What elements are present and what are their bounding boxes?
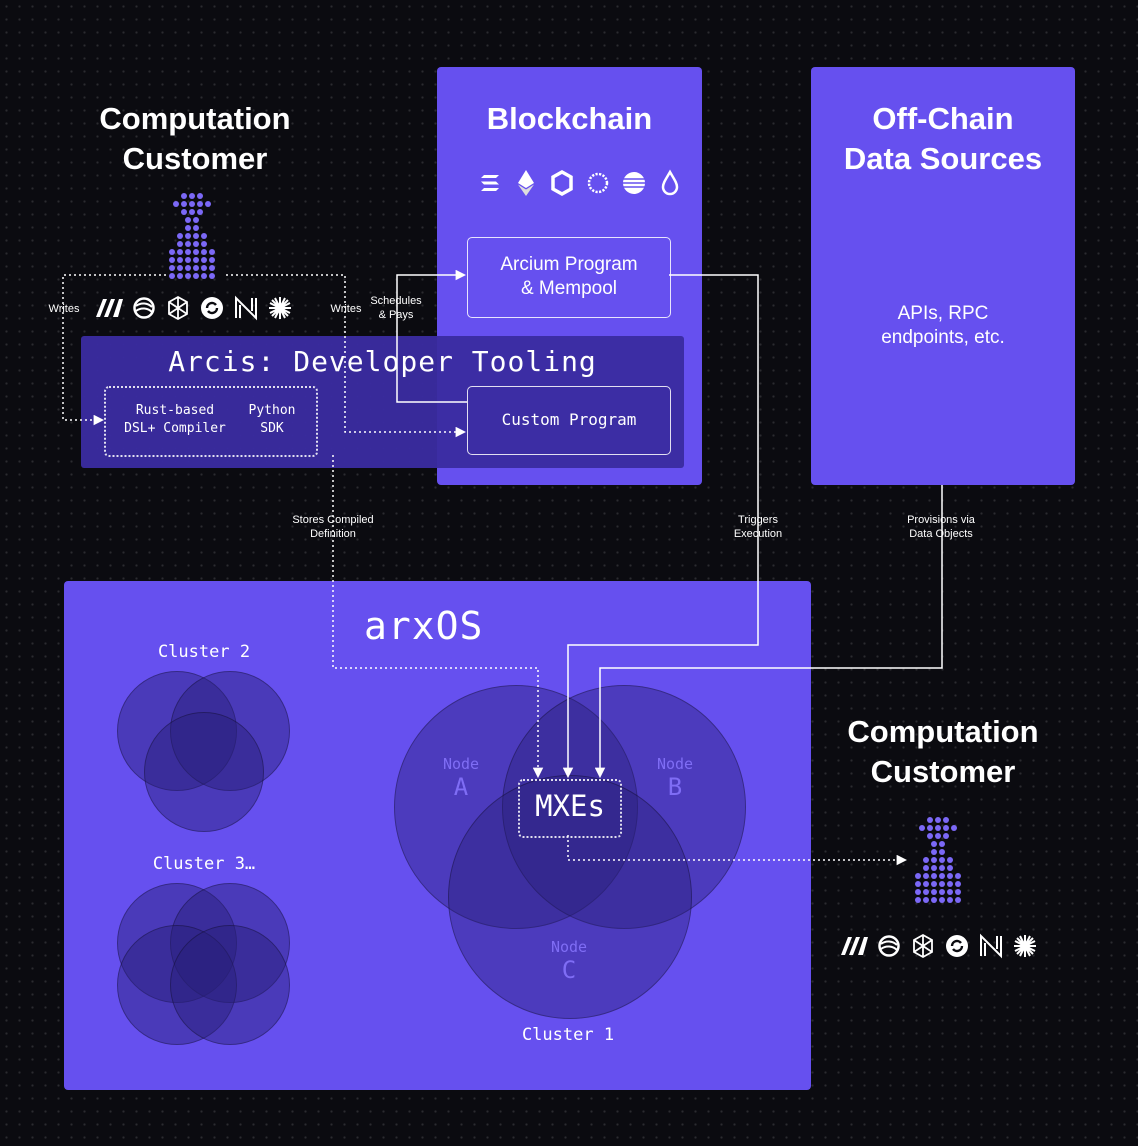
custom-program-label: Custom Program (501, 410, 637, 429)
customer-bottom-title: Computation Customer (847, 714, 1039, 789)
blockchain-title: Blockchain (486, 101, 653, 136)
arcium-program-label: Arcium Program & Mempool (500, 254, 638, 299)
arxos-title: arxOS (364, 604, 484, 648)
offchain-panel (811, 67, 1075, 485)
cluster2-node (144, 712, 264, 832)
node-a-letter: A (453, 773, 469, 801)
node-c-word: Node (550, 938, 588, 956)
hexagon-icon (166, 295, 190, 321)
n-logo-icon (979, 933, 1003, 959)
mxes-output-connector (567, 835, 908, 866)
node-c-letter: C (561, 956, 577, 984)
node-c-circle (448, 775, 692, 1019)
provisions-label: Provisions via Data Objects (907, 514, 975, 540)
chainlink-icon (550, 169, 574, 197)
writes-right-connector (226, 274, 467, 438)
m-logo-icon (841, 934, 868, 958)
celestia-icon (586, 171, 610, 195)
refresh-icon (945, 934, 969, 958)
triggers-execution-connector (562, 274, 759, 779)
drop-icon (658, 169, 682, 196)
blockchain-chain-icons (478, 169, 682, 197)
m-logo-icon (96, 296, 123, 320)
custom-program-box[interactable] (467, 386, 671, 455)
node-b-letter: B (667, 773, 683, 801)
mxes-box[interactable] (518, 779, 622, 838)
solana-icon (478, 171, 502, 195)
spiral-icon (132, 296, 156, 320)
offchain-title: Off-Chain Data Sources (843, 101, 1043, 176)
rust-dsl-label: Rust-based DSL+ Compiler (124, 403, 226, 436)
stores-compiled-connector (332, 455, 544, 779)
writes-right-label: Writes (330, 303, 362, 315)
arcis-title: Arcis: Developer Tooling (168, 345, 597, 378)
schedules-pays-label: Schedules & Pays (370, 295, 422, 321)
writes-left-label: Writes (48, 303, 80, 315)
cluster3-label: Cluster 3… (152, 854, 256, 874)
provisions-connector (594, 485, 943, 779)
hexagon-icon (911, 933, 935, 959)
node-a-label: Node A (426, 755, 496, 801)
mxes-label: MXEs (535, 789, 605, 823)
sunburst-icon (1013, 934, 1037, 958)
sunburst-icon (268, 296, 292, 320)
arcium-program-box[interactable] (467, 237, 671, 318)
node-b-word: Node (656, 755, 694, 773)
customer-top-figure-icon (169, 193, 215, 279)
n-logo-icon (234, 295, 258, 321)
offchain-description: APIs, RPC endpoints, etc. (881, 303, 1005, 348)
schedules-pays-connector (396, 269, 467, 403)
customer-bottom-client-icons (841, 933, 1037, 959)
customer-top-client-icons (96, 295, 292, 321)
stores-compiled-label: Stores Compiled Definition (292, 514, 374, 540)
python-sdk-label: Python SDK (248, 403, 296, 436)
sui-icon (622, 171, 646, 195)
cluster3-node (170, 925, 290, 1045)
customer-top-title: Computation Customer (99, 101, 291, 176)
writes-left-connector (62, 274, 166, 426)
cluster1-label: Cluster 1 (521, 1025, 615, 1045)
spiral-icon (877, 934, 901, 958)
node-a-word: Node (442, 755, 480, 773)
arcis-panel (81, 336, 684, 468)
refresh-icon (200, 296, 224, 320)
node-b-label: Node B (640, 755, 710, 801)
cluster2-label: Cluster 2 (157, 642, 251, 662)
arcis-tools-box (104, 386, 318, 457)
node-c-label: Node C (534, 938, 604, 984)
customer-bottom-figure-icon (915, 817, 961, 903)
ethereum-icon (514, 170, 538, 196)
